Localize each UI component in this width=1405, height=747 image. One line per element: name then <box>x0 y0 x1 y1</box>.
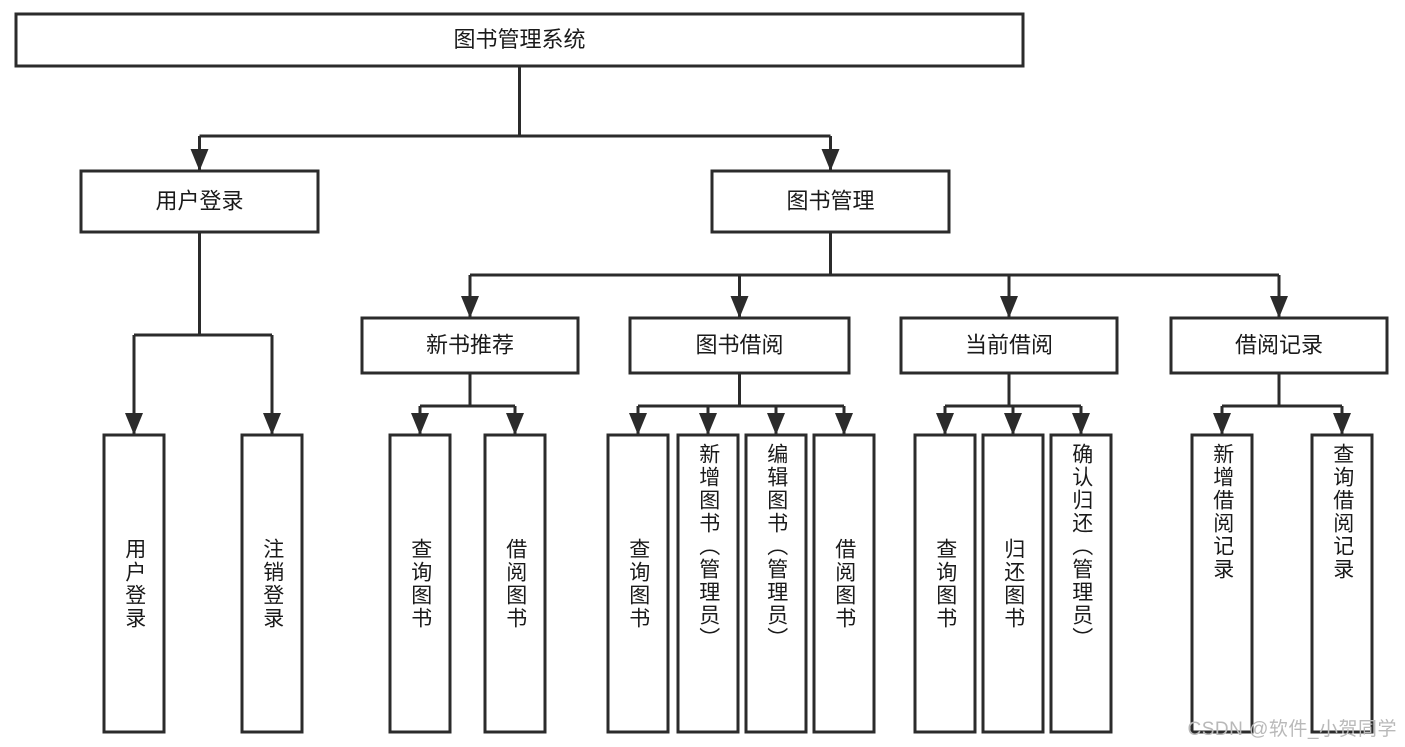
node-box-current-borrow[interactable] <box>899 316 1119 375</box>
node-box-book-borrow[interactable] <box>628 316 851 375</box>
node-box-leaf-user-logout[interactable] <box>240 433 304 734</box>
arrowhead-icon <box>699 413 717 435</box>
node-box-layer <box>14 12 1389 734</box>
node-box-new-book-recommend[interactable] <box>360 316 580 375</box>
node-label-book-borrow: 图书借阅 <box>695 332 783 357</box>
arrowhead-icon <box>1004 413 1022 435</box>
arrowhead-icon <box>411 413 429 435</box>
node-box-root[interactable] <box>14 12 1025 68</box>
arrowhead-icon <box>835 413 853 435</box>
arrowhead-icon <box>1270 296 1288 318</box>
node-box-leaf-query-book-recommend[interactable] <box>388 433 452 734</box>
node-label-user-login: 用户登录 <box>155 188 243 213</box>
arrowhead-icon <box>730 296 749 318</box>
node-box-leaf-query-book-current[interactable] <box>913 433 977 734</box>
node-box-leaf-query-borrow-record[interactable] <box>1310 433 1374 734</box>
node-box-leaf-return-book[interactable] <box>981 433 1045 734</box>
arrowhead-icon <box>936 413 954 435</box>
arrowhead-icon <box>461 296 479 318</box>
node-box-user-login[interactable] <box>79 169 320 234</box>
node-box-book-management[interactable] <box>710 169 951 234</box>
node-label-borrow-records: 借阅记录 <box>1235 332 1323 357</box>
arrowhead-icon <box>190 149 209 171</box>
arrowhead-icon <box>1000 296 1018 318</box>
csdn-watermark: CSDN @软件_小贺同学 <box>1187 719 1397 740</box>
node-box-leaf-confirm-return-admin[interactable] <box>1049 433 1113 734</box>
node-label-book-management: 图书管理 <box>786 188 874 213</box>
arrowhead-icon <box>506 413 524 435</box>
node-label-root: 图书管理系统 <box>453 27 585 52</box>
node-label-new-book-recommend: 新书推荐 <box>426 332 514 357</box>
node-box-leaf-borrow-book[interactable] <box>812 433 876 734</box>
arrowhead-icon <box>1333 413 1351 435</box>
node-box-borrow-records[interactable] <box>1169 316 1389 375</box>
arrowhead-icon <box>767 413 785 435</box>
node-box-leaf-add-borrow-record[interactable] <box>1190 433 1254 734</box>
node-label-current-borrow: 当前借阅 <box>965 332 1053 357</box>
connector-layer <box>125 66 1351 435</box>
arrowhead-icon <box>821 149 840 171</box>
node-box-leaf-query-book-borrow[interactable] <box>606 433 670 734</box>
node-box-leaf-edit-book-admin[interactable] <box>744 433 808 734</box>
arrowhead-icon <box>125 413 143 435</box>
node-box-leaf-user-login[interactable] <box>102 433 166 734</box>
arrowhead-icon <box>263 413 281 435</box>
node-box-leaf-borrow-book-recommend[interactable] <box>483 433 547 734</box>
node-box-leaf-add-book-admin[interactable] <box>676 433 740 734</box>
arrowhead-icon <box>1072 413 1090 435</box>
arrowhead-icon <box>1213 413 1231 435</box>
arrowhead-icon <box>629 413 647 435</box>
